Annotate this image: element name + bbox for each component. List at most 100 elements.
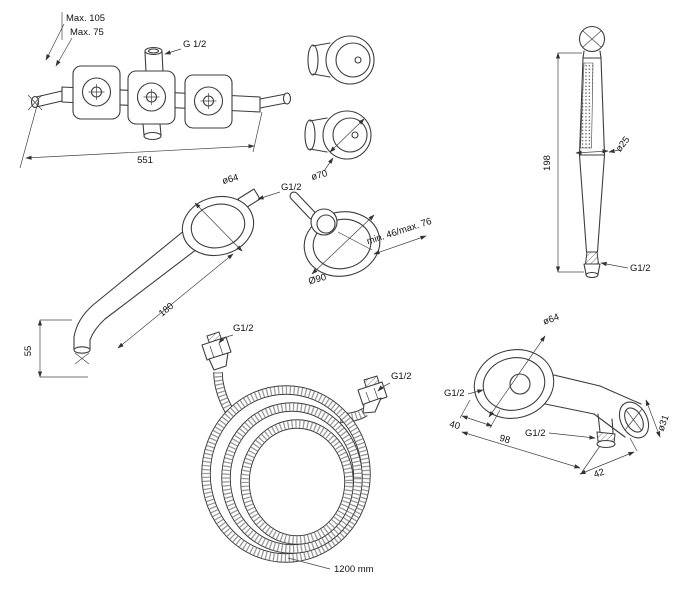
elbow-escutcheon-label: ø64: [542, 312, 561, 328]
mixer-depth-min-label: Max. 75: [70, 27, 104, 38]
leader-line: [287, 557, 331, 570]
spout-thread-label: G1/2: [281, 182, 302, 193]
handshower-neck: [582, 50, 602, 59]
hose-loop-ribbing: [202, 386, 370, 562]
handle1-stem: [312, 42, 331, 78]
elbow-wall-thread-label: G1/2: [444, 388, 465, 399]
leader-line: [45, 23, 65, 61]
dim-line-escutcheon-diameter: [311, 214, 375, 275]
mixer-right-pipe: [259, 93, 287, 109]
leader-line: [377, 382, 391, 392]
handle1-pin: [354, 56, 362, 64]
extension-line: [629, 437, 638, 452]
mixer-width-label: 551: [137, 155, 153, 166]
leader-line: [323, 157, 334, 172]
holder-face-inner: [624, 407, 644, 433]
mixer-bottom-outlet-face: [143, 131, 162, 141]
dim-line-reach: [461, 431, 581, 469]
centermark-icon: [582, 30, 602, 48]
mixer-top-fitting-bore: [147, 48, 160, 54]
spout-drop-label: 55: [23, 346, 34, 357]
elbow-outlet-sides: [597, 413, 614, 434]
mixer-thread-label: G 1/2: [183, 39, 206, 50]
wall-spout: G1/2 ø64 180 55: [23, 172, 302, 378]
elbow-holder-length-label: 42: [592, 467, 606, 481]
mixer-rough-in: G 1/2 Max. 105 Max. 75 551: [19, 12, 292, 169]
mixer-left-pipe: [35, 90, 63, 108]
handshower-thread-label: G1/2: [630, 263, 651, 274]
elbow-reach-label: 98: [498, 433, 511, 447]
valve-cross-1: [88, 84, 105, 100]
leader-line: [467, 389, 484, 395]
holder-body-top: [599, 385, 642, 405]
extension-line: [252, 111, 263, 153]
hand-shower: 198 ø25 G1/2: [542, 25, 651, 279]
leader-line: [257, 191, 281, 200]
hose-fitting-ferrule: [208, 352, 229, 371]
leader-line: [218, 334, 234, 344]
handle1-flange: [307, 44, 319, 76]
spout-outlet: [73, 346, 91, 354]
handshower-connector: [584, 251, 600, 265]
handle3-knob: [310, 208, 338, 236]
handle2-flange: [304, 119, 316, 151]
handshower-spray-band: [580, 62, 594, 149]
hose-thread-a-label: G1/2: [233, 323, 254, 334]
centermark-icon: [624, 408, 643, 432]
leader-line: [55, 37, 73, 67]
spout-projection-label: 180: [157, 301, 176, 320]
elbow-outlet-face: [596, 439, 616, 449]
handshower-length-label: 198: [542, 155, 553, 171]
mixer-right-pipe-end: [282, 92, 292, 105]
hose-loop-ribbing: [241, 420, 353, 544]
handle3-lever: [290, 192, 316, 219]
leader-line: [548, 432, 596, 440]
mixer-bottom-outlet: [142, 123, 162, 136]
hose-loop-ribbing: [222, 403, 362, 553]
elbow-holder-diameter-label: ø31: [656, 414, 672, 433]
valve-cross-3: [200, 93, 217, 109]
dim-line-projection: [117, 253, 234, 349]
dim-line-holder-diameter: [645, 399, 661, 438]
elbow-hub: [509, 373, 531, 395]
leader-line: [600, 261, 629, 269]
wall-elbow-holder: ø64 G1/2 40 98 G1/2 42 ø31: [444, 312, 672, 481]
handle1-knob: [325, 35, 375, 85]
centermark-icon: [74, 352, 90, 365]
mixer-top-fitting: [144, 51, 164, 73]
elbow-outlet-thread-label: G1/2: [525, 428, 546, 439]
handle-escutcheon-diameter-label: Ø90: [307, 272, 327, 287]
nut-face-lines: [365, 387, 379, 404]
hose-thread-b-label: G1/2: [391, 371, 412, 382]
handle1-knob-inner: [335, 42, 371, 78]
handle2-stem: [309, 117, 328, 153]
handshower-diameter-label: ø25: [614, 135, 633, 155]
elbow-depth-label: 40: [448, 419, 461, 432]
handshower-nut-face: [585, 271, 599, 279]
dim-line-holder: [579, 451, 635, 475]
dim-line-depth: [373, 235, 427, 255]
dim-line-knob-diameter: [329, 118, 365, 153]
leader-line: [608, 148, 620, 153]
dim-line-diameter: [194, 202, 243, 252]
hose-fitting-ferrule: [362, 397, 382, 414]
holder-body-bottom: [593, 413, 626, 438]
dim-line-depth: [461, 415, 493, 427]
dim-line-diameter: [575, 149, 609, 155]
extension-line: [19, 101, 39, 169]
dim-line-width: [25, 144, 255, 160]
spout-escutcheon-label: ø64: [221, 172, 240, 187]
extension-line: [337, 231, 373, 251]
shower-hose: G1/2 G1/2 1200 mm: [201, 323, 412, 575]
valve-cross-2: [143, 89, 160, 105]
handle-knob-diameter-label: ø70: [310, 168, 329, 183]
nut-face-lines: [209, 342, 224, 359]
handles: ø70 Ø90 min. 46/max. 76: [289, 35, 433, 287]
extension-line: [459, 399, 471, 419]
handle-side-view-2: [304, 110, 372, 160]
dim-line-diameter: [488, 335, 546, 418]
centermark-icon: [27, 94, 43, 111]
mixer-depth-max-label: Max. 105: [66, 13, 105, 24]
